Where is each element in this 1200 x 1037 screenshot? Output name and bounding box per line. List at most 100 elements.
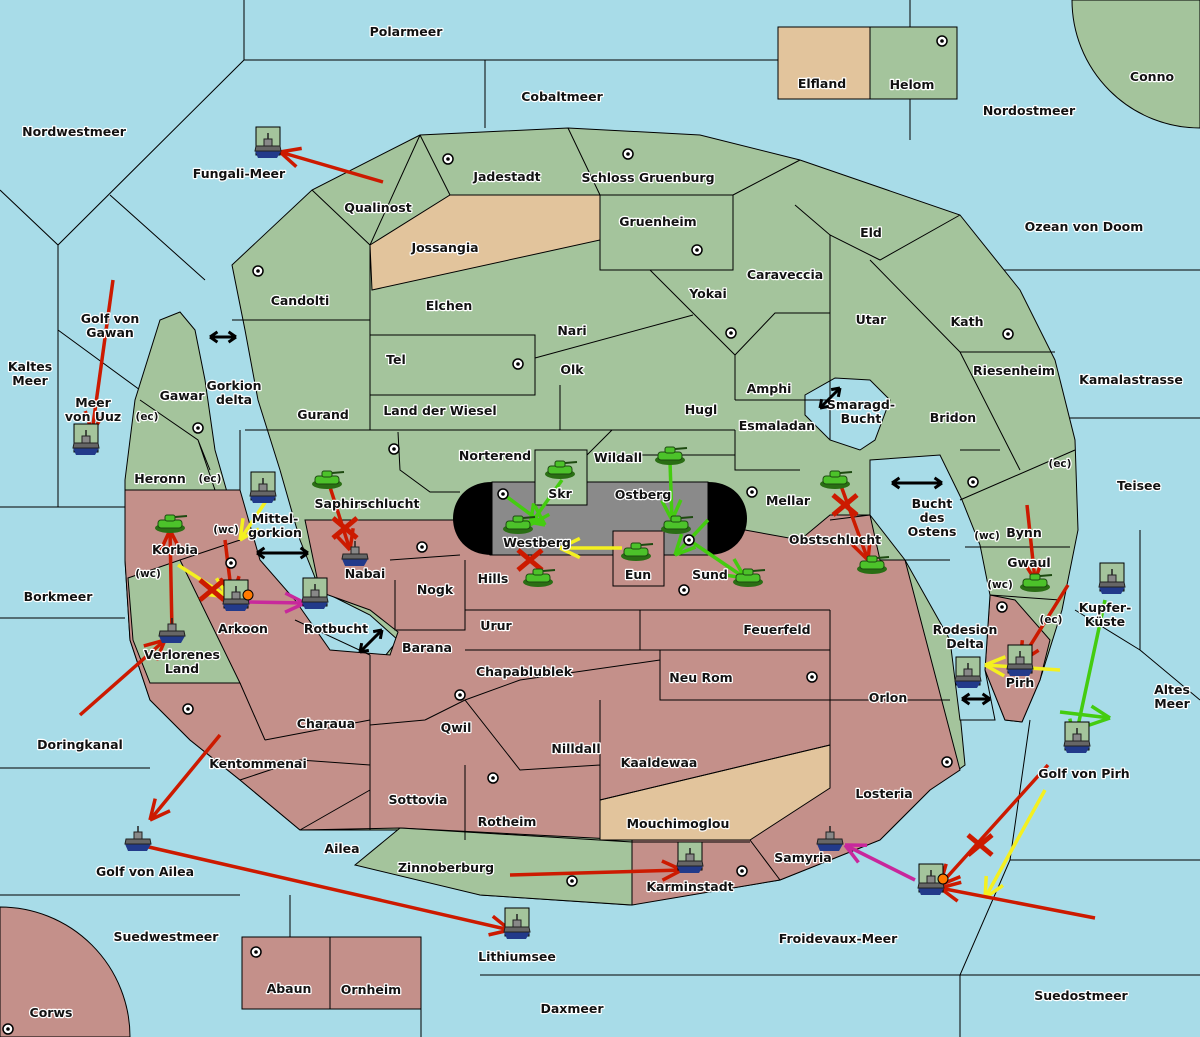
- label-suedostmeer: Suedostmeer: [1034, 988, 1128, 1003]
- supply-center-dot: [501, 492, 505, 496]
- fleet-unit-samyria[interactable]: [816, 826, 844, 851]
- label-tel: Tel: [386, 352, 406, 367]
- ship-icon: [302, 602, 328, 609]
- order-line-move: [279, 150, 384, 184]
- fleet-unit-rotbucht[interactable]: [301, 577, 329, 609]
- coast-label: (wc): [135, 568, 161, 580]
- fleet-unit-mittelgorkion[interactable]: [249, 471, 277, 503]
- order-arrowhead: [149, 809, 171, 822]
- label-samyria: Samyria: [774, 850, 832, 865]
- army-unit-skr[interactable]: [545, 460, 578, 479]
- label-wildall: Wildall: [594, 450, 642, 465]
- supply-center-dot: [6, 1027, 10, 1031]
- label-urur: Urur: [480, 618, 512, 633]
- fleet-unit-golf-von-pirh[interactable]: [1063, 721, 1091, 753]
- army-unit-hills[interactable]: [523, 568, 556, 587]
- fleet-unit-nabai[interactable]: [341, 541, 369, 566]
- fleet-unit-karminstadt[interactable]: [676, 841, 704, 873]
- army-unit-korbia[interactable]: [155, 514, 188, 533]
- label-neu-rom: Neu Rom: [669, 670, 732, 685]
- order-line-move: [78, 638, 167, 717]
- territory-smaragd-bucht[interactable]: [804, 377, 891, 451]
- army-unit-obstschlucht[interactable]: [857, 555, 890, 574]
- territory-corws[interactable]: [0, 906, 131, 1037]
- label-doringkanal: Doringkanal: [37, 737, 123, 752]
- territory-zinnoberburg[interactable]: [353, 827, 633, 906]
- army-unit-sund[interactable]: [733, 568, 766, 587]
- order-arrowhead: [1088, 716, 1111, 727]
- order-arrowhead: [238, 517, 245, 541]
- coast-label: (wc): [213, 524, 239, 536]
- label-nordwestmeer: Nordwestmeer: [22, 124, 127, 139]
- arrowhead: [358, 642, 370, 654]
- supply-center-dot: [446, 157, 450, 161]
- arrowhead: [961, 692, 971, 706]
- supply-center-dot: [687, 538, 691, 542]
- label-helom: Helom: [890, 77, 935, 92]
- ship-icon: [1007, 669, 1033, 676]
- ship-icon: [255, 151, 281, 158]
- order-arrowhead: [559, 546, 581, 560]
- army-unit-mellar[interactable]: [820, 470, 853, 489]
- label-karminstadt: Karminstadt: [646, 879, 733, 894]
- territory-ornheim[interactable]: [329, 936, 422, 1010]
- label-kentommenai: Kentommenai: [209, 756, 307, 771]
- fleet-unit-fungali-meer[interactable]: [254, 126, 282, 158]
- fleet-unit-rodesion-delta[interactable]: [954, 656, 982, 688]
- order-arrowhead: [168, 529, 182, 551]
- territory-conno[interactable]: [1071, 0, 1200, 129]
- territory-bucht-des-ostens[interactable]: [869, 454, 996, 721]
- label-heronn: Heronn: [134, 471, 186, 486]
- territory-elfland[interactable]: [777, 26, 871, 100]
- fleet-unit-golf-von-ailea[interactable]: [124, 826, 152, 851]
- supply-center-dot: [682, 588, 686, 592]
- order-line-green: [501, 492, 547, 527]
- ship-icon: [955, 681, 981, 688]
- order-line-move: [90, 279, 115, 433]
- territory-eun[interactable]: [612, 530, 665, 587]
- land-borders: [139, 127, 1076, 881]
- army-unit-wildall[interactable]: [655, 446, 688, 465]
- fleet-unit-arkoon[interactable]: [222, 579, 254, 611]
- label-smaragd-bucht: Smaragd-Bucht: [827, 397, 895, 426]
- label-utar: Utar: [856, 312, 888, 327]
- ship-icon: [250, 496, 276, 503]
- order-arrowhead: [1090, 704, 1111, 720]
- supply-center-dot: [810, 675, 814, 679]
- label-elchen: Elchen: [426, 298, 473, 313]
- army-unit-gwaul[interactable]: [1020, 573, 1053, 592]
- fleet-unit-meer-von-uuz[interactable]: [72, 423, 100, 455]
- label-gawar: Gawar: [160, 388, 206, 403]
- fleet-unit-verlorenes-land[interactable]: [158, 618, 186, 643]
- label-caraveccia: Caraveccia: [747, 267, 823, 282]
- label-nilldall: Nilldall: [551, 741, 600, 756]
- army-unit-eun[interactable]: [621, 542, 654, 561]
- label-eun: Eun: [625, 567, 651, 582]
- ship-icon: [504, 932, 530, 939]
- fleet-unit-lithiumsee[interactable]: [503, 907, 531, 939]
- order-arrowhead: [154, 639, 167, 661]
- order-arrowhead: [984, 663, 1005, 678]
- ship-icon: [677, 866, 703, 873]
- fleet-unit-pirh[interactable]: [1006, 644, 1034, 676]
- army-unit-ostberg[interactable]: [661, 515, 694, 534]
- arrowhead: [981, 692, 991, 706]
- label-daxmeer: Daxmeer: [540, 1001, 604, 1016]
- army-unit-saphirschlucht[interactable]: [312, 470, 345, 489]
- label-nordostmeer: Nordostmeer: [983, 103, 1076, 118]
- ship-icon: [223, 604, 249, 611]
- order-line-green: [668, 461, 674, 521]
- label-charaua: Charaua: [297, 716, 355, 731]
- fleet-unit-froidevaux-meer[interactable]: [917, 863, 949, 895]
- label-froidevaux-meer: Froidevaux-Meer: [779, 931, 898, 946]
- coast-label: (ec): [1049, 458, 1072, 470]
- order-arrowhead: [851, 543, 870, 562]
- supply-center-dot: [729, 331, 733, 335]
- supply-center-dot: [516, 362, 520, 366]
- army-unit-westberg[interactable]: [503, 515, 536, 534]
- fleet-unit-kupfer-k-ste[interactable]: [1098, 562, 1126, 594]
- double-arrow-icon: [358, 628, 384, 654]
